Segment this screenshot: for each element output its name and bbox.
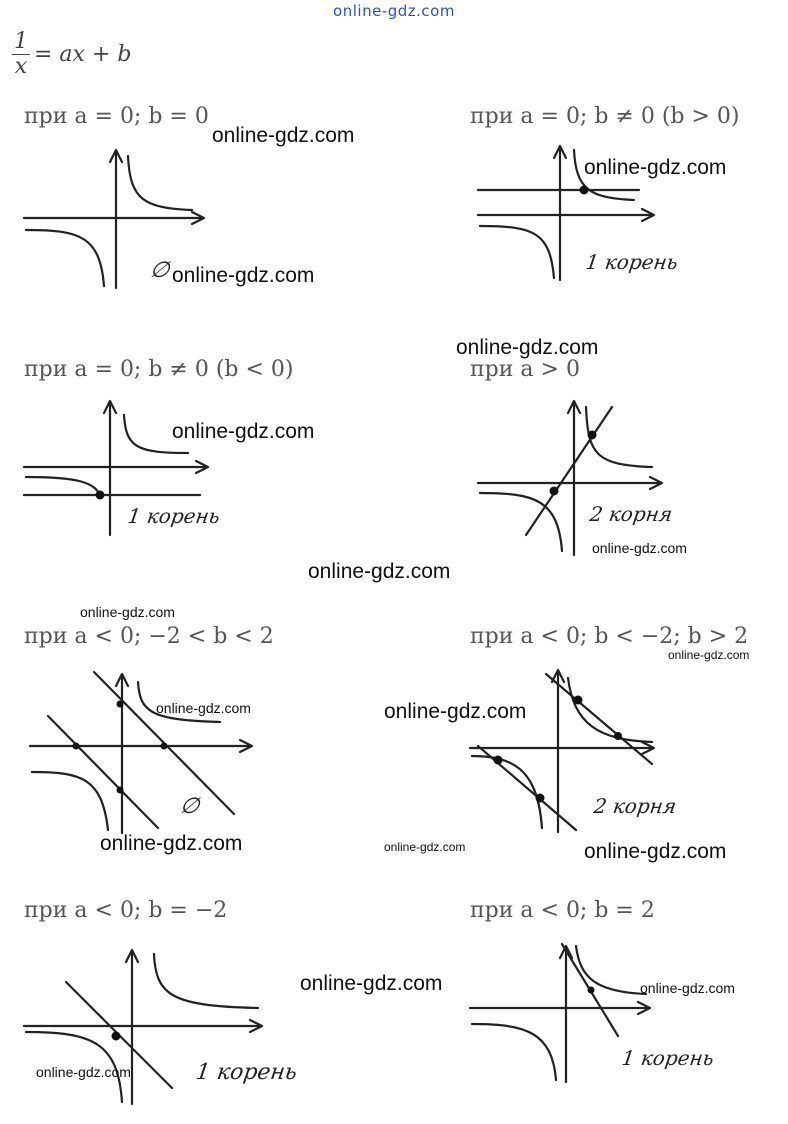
watermark: online-gdz.com: [80, 604, 175, 620]
watermark: online-gdz.com: [100, 832, 243, 855]
line-1: [46, 714, 160, 830]
hyperbola-branch-right: [136, 680, 222, 724]
intersection-point: [579, 185, 589, 195]
y-axis-arrow: [558, 944, 574, 960]
watermark: online-gdz.com: [384, 700, 527, 723]
hyperbola-branch-left: [24, 1030, 124, 1104]
y-intercept-point-bottom: [116, 786, 124, 794]
intersection-point-2: [549, 486, 559, 496]
watermark: online-gdz.com: [172, 420, 315, 443]
watermark: online-gdz.com: [668, 648, 750, 662]
hyperbola-branch-left: [30, 770, 110, 832]
line-y-equals-ax-plus-b: [524, 405, 614, 537]
hyperbola-branch-left: [478, 491, 564, 553]
intersection-point: [95, 490, 105, 500]
x-axis-arrow: [636, 1000, 652, 1016]
equation-rhs: = ax + b: [34, 42, 132, 67]
y-axis-arrow: [102, 399, 118, 415]
equation: 1 x = ax + b: [12, 30, 131, 79]
graph-3: [22, 399, 210, 537]
graph-4: [476, 399, 664, 557]
answer-note-8: 1 корень: [620, 1046, 716, 1070]
tangent-point: [111, 1031, 121, 1041]
hyperbola-branch-left: [24, 228, 106, 288]
watermark: online-gdz.com: [36, 1064, 131, 1080]
graph-7: [22, 948, 264, 1106]
graph-5: [28, 670, 254, 835]
answer-note-4: 2 корня: [588, 502, 674, 526]
condition-7: при a < 0; b = −2: [24, 898, 228, 923]
hyperbola-branch-left: [470, 1022, 558, 1082]
hyperbola-branch-right: [152, 952, 260, 1010]
watermark: online-gdz.com: [172, 264, 315, 287]
y-intercept-point-top: [116, 700, 124, 708]
x-axis-arrow: [190, 210, 206, 226]
intersection-point-3: [493, 755, 503, 765]
y-axis-arrow: [124, 948, 140, 964]
fraction-numerator: 1: [12, 29, 30, 55]
graph-1: [22, 148, 206, 290]
condition-4: при a > 0: [470, 357, 580, 382]
hyperbola-branch-right: [584, 405, 654, 469]
x-axis-arrow: [640, 207, 656, 223]
y-axis-arrow: [108, 148, 124, 164]
y-axis-arrow: [114, 672, 130, 688]
watermark: online-gdz.com: [384, 840, 466, 854]
answer-note-2: 1 корень: [584, 250, 680, 274]
y-axis-arrow: [566, 399, 582, 415]
intersection-point-1: [573, 695, 583, 705]
x-axis-arrow: [640, 740, 656, 756]
answer-note-7: 1 корень: [194, 1060, 299, 1085]
hyperbola-branch-left: [24, 475, 102, 497]
condition-1: при a = 0; b = 0: [24, 104, 209, 129]
condition-3: при a = 0; b ≠ 0 (b < 0): [24, 357, 294, 382]
graph-2: [476, 144, 656, 282]
x-axis-arrow: [248, 1018, 264, 1034]
answer-note-5: ∅: [178, 794, 201, 819]
watermark: online-gdz.com: [300, 972, 443, 995]
condition-2: при a = 0; b ≠ 0 (b > 0): [470, 104, 740, 129]
hyperbola-branch-right: [122, 413, 190, 455]
fraction-denominator: x: [14, 54, 28, 79]
watermark: online-gdz.com: [212, 124, 355, 147]
watermark: online-gdz.com: [156, 700, 251, 716]
watermark: online-gdz.com: [308, 560, 451, 583]
graph-8: [468, 942, 652, 1084]
hyperbola-branch-right: [566, 676, 654, 744]
x-axis-arrow: [194, 459, 210, 475]
intersection-point-2: [614, 732, 622, 740]
x-intercept-point-left: [72, 742, 80, 750]
hyperbola-branch-left: [470, 754, 544, 830]
tangent-point: [587, 986, 595, 994]
watermark: online-gdz.com: [584, 156, 727, 179]
site-link-top[interactable]: online-gdz.com: [333, 2, 455, 20]
watermark: online-gdz.com: [640, 980, 735, 996]
x-intercept-point-right: [160, 742, 168, 750]
watermark: online-gdz.com: [584, 840, 727, 863]
watermark: online-gdz.com: [456, 336, 599, 359]
fraction: 1 x: [12, 30, 30, 79]
y-axis-arrow: [552, 144, 568, 160]
answer-note-6: 2 корня: [592, 794, 678, 818]
answer-note-1: ∅: [148, 258, 171, 283]
x-axis-arrow: [238, 738, 254, 754]
y-axis-arrow: [550, 668, 566, 684]
intersection-point-1: [587, 430, 597, 440]
hyperbola-branch-right: [574, 944, 648, 996]
hyperbola-branch-right: [126, 154, 194, 212]
watermark: online-gdz.com: [592, 540, 687, 556]
line-upper: [544, 672, 654, 766]
answer-note-3: 1 корень: [126, 504, 222, 528]
condition-6: при a < 0; b < −2; b > 2: [470, 624, 749, 649]
graph-6: [468, 668, 656, 834]
intersection-point-4: [535, 793, 545, 803]
condition-5: при a < 0; −2 < b < 2: [24, 624, 274, 649]
hyperbola-branch-left: [478, 224, 556, 280]
condition-8: при a < 0; b = 2: [470, 898, 655, 923]
x-axis-arrow: [648, 475, 664, 491]
